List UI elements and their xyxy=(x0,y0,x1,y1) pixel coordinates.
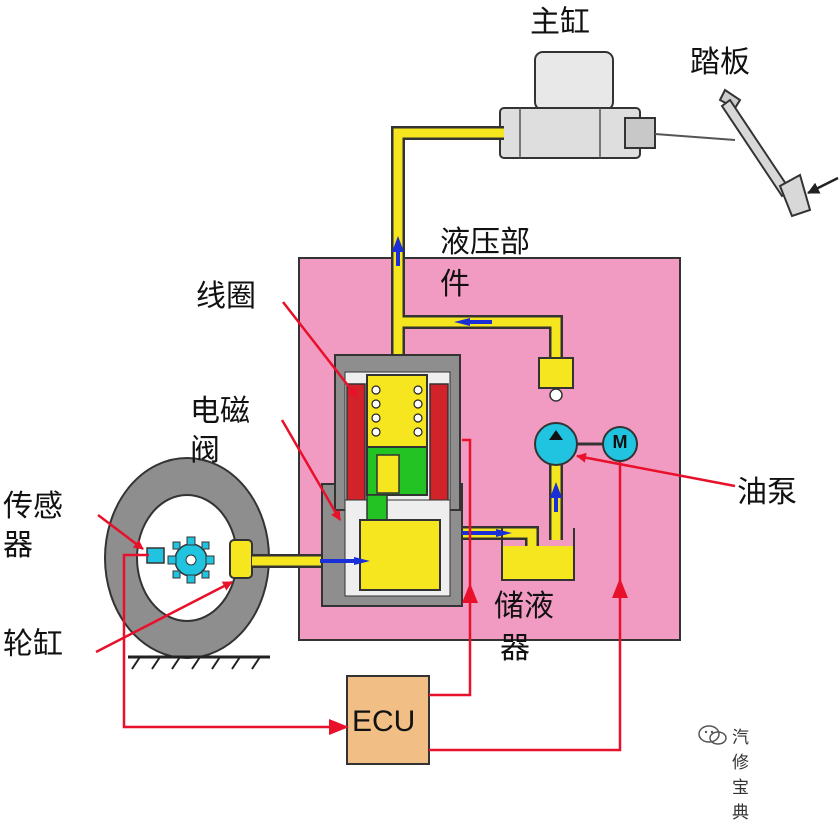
pedal-rod xyxy=(654,133,736,141)
label-pump-motor: M xyxy=(612,432,628,452)
label-reservoir-line1: 储液 xyxy=(494,589,554,624)
flow-arrows xyxy=(320,236,562,565)
wechat-icon xyxy=(698,725,727,745)
brake-pedal xyxy=(718,88,812,218)
label-hydraulic-unit-line1: 液压部 xyxy=(440,225,530,260)
label-sensor-line2: 器 xyxy=(3,528,33,563)
wheel-speed-sensor xyxy=(146,547,165,564)
solenoid-valve xyxy=(321,354,463,607)
label-coil: 线圈 xyxy=(196,279,256,314)
label-master-cylinder: 主缸 xyxy=(530,5,590,40)
check-valve xyxy=(538,357,574,402)
label-solenoid-valve-line2: 阀 xyxy=(190,433,220,468)
label-wheel-cylinder: 轮缸 xyxy=(3,627,63,662)
label-ecu: ECU xyxy=(352,705,416,738)
diagram-canvas xyxy=(95,51,839,765)
label-pointers xyxy=(95,301,736,654)
ecu-box xyxy=(346,675,430,765)
wheel-cylinder xyxy=(229,539,253,579)
pedal-force-arrow xyxy=(807,176,839,195)
master-cylinder xyxy=(499,51,656,159)
watermark-text: 汽修宝典 xyxy=(732,728,749,823)
label-sensor-line1: 传感 xyxy=(3,489,63,524)
signal-wires xyxy=(122,438,628,752)
pump-motor xyxy=(602,426,638,462)
label-reservoir-line2: 器 xyxy=(500,631,530,666)
coil-right xyxy=(429,383,449,503)
oil-pump xyxy=(534,422,578,466)
sensor-gear xyxy=(167,536,215,584)
label-pedal: 踏板 xyxy=(690,45,750,80)
label-solenoid-valve-line1: 电磁 xyxy=(190,394,250,429)
label-oil-pump: 油泵 xyxy=(737,475,797,510)
abs-diagram: 主缸 踏板 液压部 件 线圈 电磁 阀 传感 器 油泵 储液 器 轮缸 ECU … xyxy=(3,5,839,823)
label-hydraulic-unit-line2: 件 xyxy=(440,267,470,302)
coil-left xyxy=(346,383,366,503)
fluid-reservoir xyxy=(501,528,575,581)
